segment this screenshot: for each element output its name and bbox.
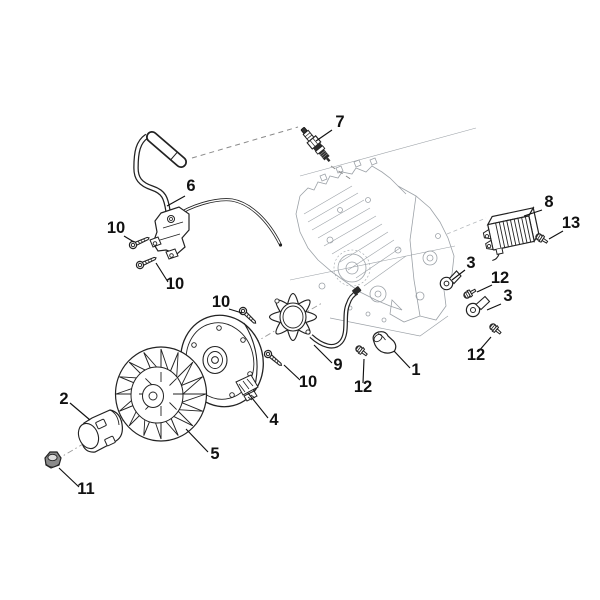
fan-wheel xyxy=(114,346,208,442)
leader-6 xyxy=(166,195,186,207)
coil-body xyxy=(152,206,190,255)
callout-label-10c: 10 xyxy=(212,293,230,311)
callout-label-10a: 10 xyxy=(107,219,125,237)
spark-plug-guide-line-lower xyxy=(330,165,353,181)
leader-12c xyxy=(477,336,492,353)
leader-12a xyxy=(362,358,365,384)
ignition-coil xyxy=(133,131,283,260)
callout-label-6: 6 xyxy=(186,177,195,195)
flange-screw-center xyxy=(353,343,370,359)
leader-9 xyxy=(313,344,333,364)
leader-10d xyxy=(283,364,301,381)
spark-plug xyxy=(300,127,331,163)
callout-label-4: 4 xyxy=(269,411,279,429)
callout-label-7: 7 xyxy=(335,113,344,131)
callout-label-1: 1 xyxy=(411,361,420,379)
leader-1 xyxy=(393,350,411,369)
clip-upper xyxy=(439,270,462,291)
ignition-module xyxy=(482,206,540,262)
leader-12b xyxy=(476,284,493,293)
flange-screw-clip-upper xyxy=(461,286,478,301)
module-guide-line xyxy=(446,217,487,235)
leader-2 xyxy=(69,402,91,421)
stator-ring xyxy=(268,292,318,342)
callout-label-8: 8 xyxy=(544,193,553,211)
callout-label-10b: 10 xyxy=(166,275,184,293)
leader-11 xyxy=(58,467,80,488)
leader-10a xyxy=(123,235,135,243)
leader-13 xyxy=(548,230,564,240)
starter-cup xyxy=(77,409,123,453)
callout-label-12a: 12 xyxy=(354,378,372,396)
leader-4 xyxy=(247,392,269,419)
callout-label-2: 2 xyxy=(59,390,68,408)
callout-label-5: 5 xyxy=(210,445,219,463)
leader-3a xyxy=(451,269,466,281)
callout-label-12c: 12 xyxy=(467,346,485,364)
stator-screw-lower xyxy=(262,348,285,369)
elbow-boot xyxy=(372,331,397,354)
callout-label-10d: 10 xyxy=(299,373,317,391)
leader-7 xyxy=(315,129,333,142)
callout-leaders xyxy=(58,129,564,488)
leader-3b xyxy=(486,303,502,311)
coil-screw-lower xyxy=(134,253,159,271)
clip-lower xyxy=(465,295,491,318)
callout-label-3b: 3 xyxy=(503,287,512,305)
leader-10b xyxy=(155,262,169,283)
leader-10c xyxy=(228,308,243,314)
coil-screw-upper xyxy=(127,233,152,251)
engine-block xyxy=(289,127,477,337)
callout-label-13: 13 xyxy=(562,214,580,232)
collar-nut xyxy=(44,451,62,469)
callout-label-3a: 3 xyxy=(466,254,475,272)
coil-signal-wire xyxy=(175,198,282,245)
stator-wire xyxy=(309,286,362,349)
callout-label-11: 11 xyxy=(77,480,94,498)
leader-8 xyxy=(523,209,543,217)
callout-label-12b: 12 xyxy=(491,269,509,287)
flange-screw-clip-lower xyxy=(487,321,504,337)
leader-5 xyxy=(185,428,209,453)
spark-plug-guide-line-upper xyxy=(191,126,299,159)
callout-label-9: 9 xyxy=(333,356,342,374)
